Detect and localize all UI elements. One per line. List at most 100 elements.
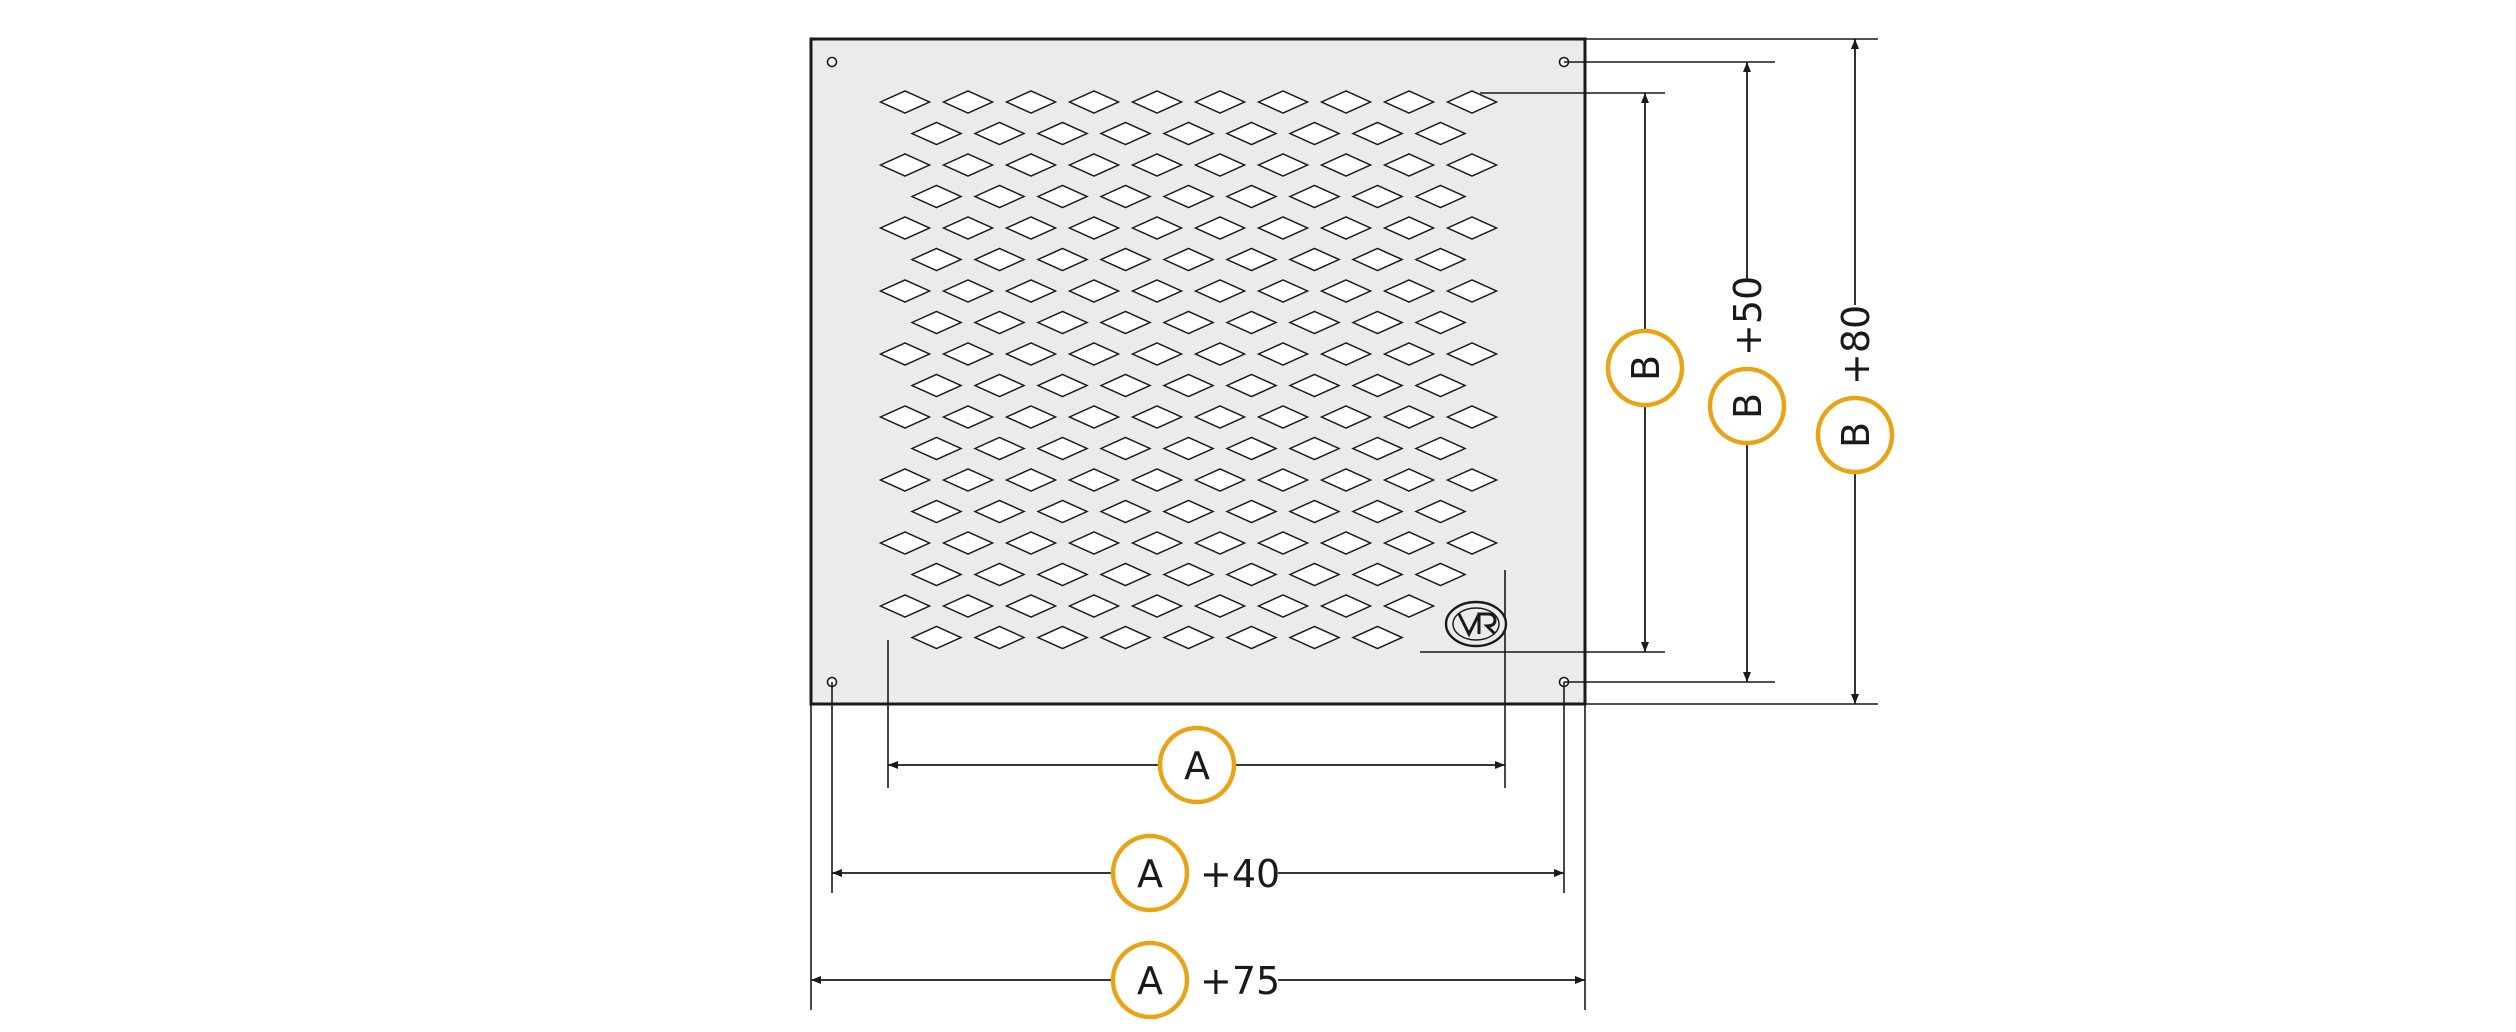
mesh-perforation [1193, 342, 1247, 366]
mesh-perforation [1445, 405, 1499, 429]
mesh-perforation [1162, 247, 1215, 272]
mesh-perforation [1067, 279, 1121, 303]
mesh-perforation [1288, 184, 1341, 209]
mesh-perforation [1162, 562, 1215, 587]
mesh-perforation [1445, 531, 1499, 555]
mesh-perforation [878, 594, 932, 618]
mesh-perforation [910, 121, 963, 146]
mesh-perforation [1351, 247, 1404, 272]
mesh-perforation [1319, 594, 1373, 618]
mesh-perforation [1382, 531, 1436, 555]
mesh-perforation [1004, 342, 1058, 366]
mesh-perforation [1099, 499, 1152, 524]
mesh-perforation [1445, 279, 1499, 303]
mesh-perforation [1004, 279, 1058, 303]
mesh-perforation [1225, 499, 1278, 524]
mesh-perforation [1067, 90, 1121, 114]
dimension-a-label: A [1184, 744, 1210, 788]
mesh-perforation [1351, 121, 1404, 146]
mesh-perforation [941, 405, 995, 429]
mesh-perforation [878, 531, 932, 555]
mesh-perforation [973, 562, 1026, 587]
dimension-a-badge [1157, 725, 1237, 805]
mesh-perforation [1319, 468, 1373, 492]
dimension-b-plus-80: B +80 [1815, 39, 1895, 704]
mesh-perforation [910, 247, 963, 272]
dimension-b-plus-50-value: +50 [1726, 276, 1770, 356]
mounting-hole-icon [826, 56, 838, 68]
mesh-perforation [1067, 468, 1121, 492]
mesh-perforation [1256, 216, 1310, 240]
mesh-perforation [1256, 531, 1310, 555]
mesh-perforation [878, 468, 932, 492]
mesh-perforation [1414, 310, 1467, 335]
mesh-perforation [1162, 121, 1215, 146]
dimension-a-plus-75-badge [1110, 940, 1190, 1020]
mesh-perforation [910, 562, 963, 587]
mesh-perforation [1193, 405, 1247, 429]
mesh-perforation [941, 468, 995, 492]
mesh-perforation [878, 216, 932, 240]
mesh-perforation [1351, 436, 1404, 461]
mesh-perforation [1036, 562, 1089, 587]
dimension-b: B [1605, 93, 1685, 652]
mesh-perforation [1382, 594, 1436, 618]
mesh-perforation [1256, 153, 1310, 177]
mesh-perforation [1099, 247, 1152, 272]
mesh-perforation [1288, 499, 1341, 524]
mesh-perforation [1256, 90, 1310, 114]
mesh-perforation [1162, 373, 1215, 398]
dimension-b-plus-80-value: +80 [1834, 305, 1878, 385]
mesh-perforation [1099, 121, 1152, 146]
mesh-perforation [1288, 121, 1341, 146]
mesh-perforation [910, 310, 963, 335]
mesh-perforation [1130, 531, 1184, 555]
mesh-perforation [941, 342, 995, 366]
mesh-perforation [1067, 531, 1121, 555]
mesh-perforation [1193, 90, 1247, 114]
mesh-perforation [1099, 373, 1152, 398]
mesh-perforation [1382, 342, 1436, 366]
mesh-perforation [941, 216, 995, 240]
mesh-perforation [1162, 436, 1215, 461]
mesh-perforation [1162, 310, 1215, 335]
mesh-perforation [1414, 247, 1467, 272]
mesh-perforation [1099, 625, 1152, 650]
mesh-perforation [1193, 153, 1247, 177]
mesh-perforation [1193, 594, 1247, 618]
mesh-perforation [1382, 153, 1436, 177]
mesh-perforation [1351, 499, 1404, 524]
mesh-perforation [941, 279, 995, 303]
dimension-b-badge [1605, 328, 1685, 408]
mesh-perforation [973, 436, 1026, 461]
mesh-perforation [1067, 594, 1121, 618]
mesh-perforation [1256, 342, 1310, 366]
mesh-perforation [1036, 499, 1089, 524]
mesh-perforation [1288, 310, 1341, 335]
mesh-perforation [941, 153, 995, 177]
mesh-perforation [1067, 216, 1121, 240]
mesh-perforation [1414, 121, 1467, 146]
mesh-perforation [1036, 247, 1089, 272]
mesh-perforation [1225, 121, 1278, 146]
mesh-perforation [1414, 184, 1467, 209]
mesh-perforation [1256, 279, 1310, 303]
mesh-perforation [1004, 594, 1058, 618]
mesh-perforation [1288, 562, 1341, 587]
mesh-perforation [1225, 562, 1278, 587]
mesh-perforation [1099, 184, 1152, 209]
dimension-b-plus-50-badge [1707, 366, 1787, 446]
mesh-perforation [1099, 562, 1152, 587]
mesh-perforation [910, 499, 963, 524]
mesh-perforation [1288, 247, 1341, 272]
mesh-perforation [1256, 594, 1310, 618]
mesh-perforation [1414, 373, 1467, 398]
mesh-perforation [941, 90, 995, 114]
vr-logo-icon [1444, 600, 1508, 648]
dimension-a-plus-40-badge [1110, 833, 1190, 913]
mesh-boundary-lines [887, 92, 1506, 660]
mesh-perforation [1130, 405, 1184, 429]
mesh-perforation [878, 90, 932, 114]
dimension-b-label: B [1624, 355, 1668, 381]
